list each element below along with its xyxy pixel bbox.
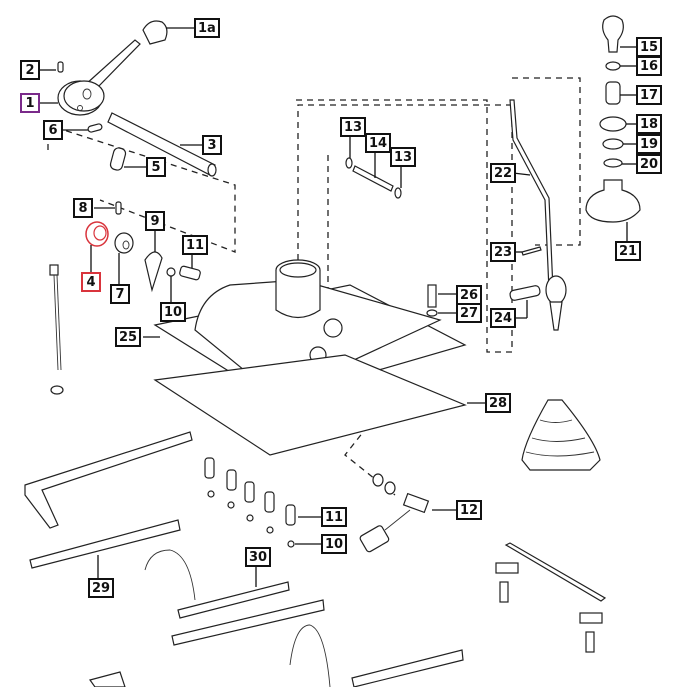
part-15-knob [602,15,624,53]
rubber-boot [521,399,601,471]
callout-10-upper[interactable]: 10 [160,302,187,322]
part-5-coupler [109,147,127,171]
part-22-shift-lever [509,99,554,291]
callout-21[interactable]: 21 [615,241,642,261]
part-7-selector [114,232,134,254]
callout-13-left[interactable]: 13 [340,117,367,137]
callout-24[interactable]: 24 [490,308,517,328]
part-1a-knob [142,20,168,45]
part-9-finger [144,251,163,293]
mounting-brackets [495,542,607,653]
callout-1a[interactable]: 1a [194,18,220,38]
part-24-pivot [509,275,567,331]
callout-19[interactable]: 19 [636,134,663,154]
callout-26[interactable]: 26 [456,285,483,305]
callout-12[interactable]: 12 [456,500,483,520]
dipstick [49,264,64,395]
part-21-boot-cup [585,179,641,223]
callout-30[interactable]: 30 [245,547,272,567]
part-1-lever-hub[interactable] [57,39,141,116]
callout-20[interactable]: 20 [636,154,663,174]
detent-springs [204,457,296,548]
part-19-ring [602,138,624,150]
part-13-oring-left [345,157,353,169]
part-4-bushing[interactable] [85,221,109,247]
callout-10-lower[interactable]: 10 [321,534,348,554]
part-18-collar [599,116,627,132]
leader-lines [40,27,636,587]
callout-6[interactable]: 6 [43,120,63,140]
part-14-pin [352,165,394,192]
callout-25[interactable]: 25 [115,327,142,347]
callout-28[interactable]: 28 [485,393,512,413]
callout-23[interactable]: 23 [490,242,517,262]
callout-17[interactable]: 17 [636,85,663,105]
callout-15[interactable]: 15 [636,37,663,57]
callout-18[interactable]: 18 [636,114,663,134]
part-6-pin [87,123,103,133]
part-28-gasket [153,354,467,456]
callout-29[interactable]: 29 [88,578,115,598]
callout-11-lower[interactable]: 11 [321,507,348,527]
callout-3[interactable]: 3 [202,135,222,155]
callout-4-highlighted[interactable]: 4 [81,272,101,292]
callout-16[interactable]: 16 [636,56,663,76]
callout-11-upper[interactable]: 11 [182,235,209,255]
callout-9[interactable]: 9 [145,211,165,231]
part-13-oring-right [394,187,402,199]
callout-14[interactable]: 14 [365,133,392,153]
callout-7[interactable]: 7 [110,284,130,304]
part-10-ball [166,267,176,277]
callout-2[interactable]: 2 [20,60,40,80]
part-3-shaft [107,112,217,177]
callout-13-right[interactable]: 13 [390,147,417,167]
callout-8[interactable]: 8 [73,198,93,218]
part-26-bolt [427,284,437,308]
part-23-screw [521,246,542,256]
part-17-spring [605,81,621,105]
callout-22[interactable]: 22 [490,163,517,183]
callout-1-selected[interactable]: 1 [20,93,40,113]
part-12-sensor-switch [359,473,430,553]
part-16-washer [605,61,621,71]
shift-rails [29,519,464,687]
callout-27[interactable]: 27 [456,303,483,323]
part-27-washer [426,309,438,317]
bracket-rail [24,431,193,529]
callout-5[interactable]: 5 [146,157,166,177]
part-2-pin [57,61,64,73]
part-20-washer [603,158,623,168]
part-8-pin [115,201,122,215]
part-11-spring [179,265,201,281]
